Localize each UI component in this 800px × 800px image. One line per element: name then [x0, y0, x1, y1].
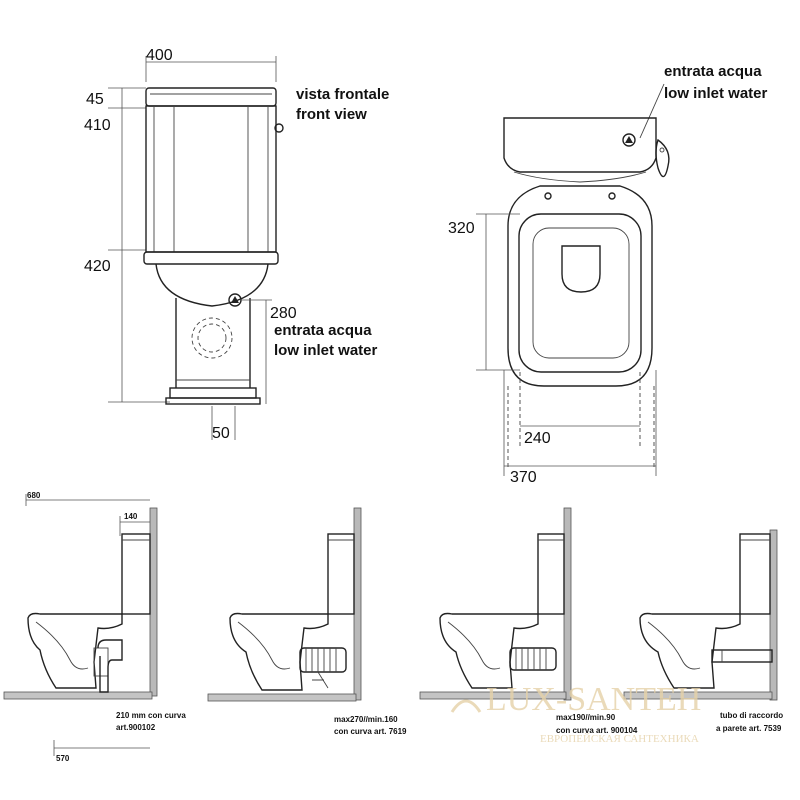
- front-view-title-it: vista frontale: [296, 86, 389, 103]
- side-view-3: max190//min.90 con curva art. 900104: [419, 507, 638, 735]
- front-view: 400 45 410 420: [84, 47, 389, 442]
- overall-depth-dim: 680: [27, 491, 41, 500]
- inlet-height-dim: 280: [270, 305, 297, 322]
- front-height-dim-bowl: 420: [84, 258, 111, 275]
- front-width-dim: 400: [146, 47, 173, 64]
- wall-distance-dim: 570: [56, 754, 70, 763]
- side-view-2: max270//min.160 con curva art. 7619: [207, 507, 407, 736]
- front-height-dim-tank: 410: [84, 117, 111, 134]
- side-view-4: tubo di raccordo a parete art. 7539: [623, 529, 783, 733]
- seat-depth-dim: 320: [448, 220, 475, 237]
- watermark-brand: LUX-SANTEH: [486, 681, 701, 718]
- front-view-title-en: front view: [296, 106, 367, 123]
- watermark: LUX-SANTEH ЕВРОПЕЙСКАЯ САНТЕХНИКА: [450, 681, 701, 745]
- caption-3-line-2: con curva art. 900104: [556, 726, 638, 735]
- side-view-1: 210 mm con curva art.900102: [3, 507, 186, 732]
- watermark-tagline: ЕВРОПЕЙСКАЯ САНТЕХНИКА: [540, 733, 699, 745]
- front-inlet-label-it: entrata acqua: [274, 322, 372, 339]
- tank-dim: 140: [124, 512, 138, 521]
- caption-3-line-1: max190//min.90: [556, 713, 616, 722]
- caption-1-line-2: art.900102: [116, 723, 156, 732]
- bathtub-logo-icon: [450, 699, 482, 713]
- caption-2-line-1: max270//min.160: [334, 715, 398, 724]
- caption-4-line-1: tubo di raccordo: [720, 711, 783, 720]
- top-view: entrata acqua low inlet water 320: [448, 63, 768, 486]
- caption-1-line-1: 210 mm con curva: [116, 711, 186, 720]
- front-inlet-label-en: low inlet water: [274, 342, 378, 359]
- top-inlet-label-it: entrata acqua: [664, 63, 762, 80]
- caption-4-line-2: a parete art. 7539: [716, 724, 782, 733]
- side-views: 680 140 570 210 mm con curva art.900102: [3, 491, 783, 763]
- outer-width-dim: 370: [510, 469, 537, 486]
- inner-width-dim: 240: [524, 430, 551, 447]
- front-height-dim-lid: 45: [86, 91, 104, 108]
- inlet-offset-dim: 50: [212, 425, 230, 442]
- caption-2-line-2: con curva art. 7619: [334, 727, 407, 736]
- top-inlet-label-en: low inlet water: [664, 85, 768, 102]
